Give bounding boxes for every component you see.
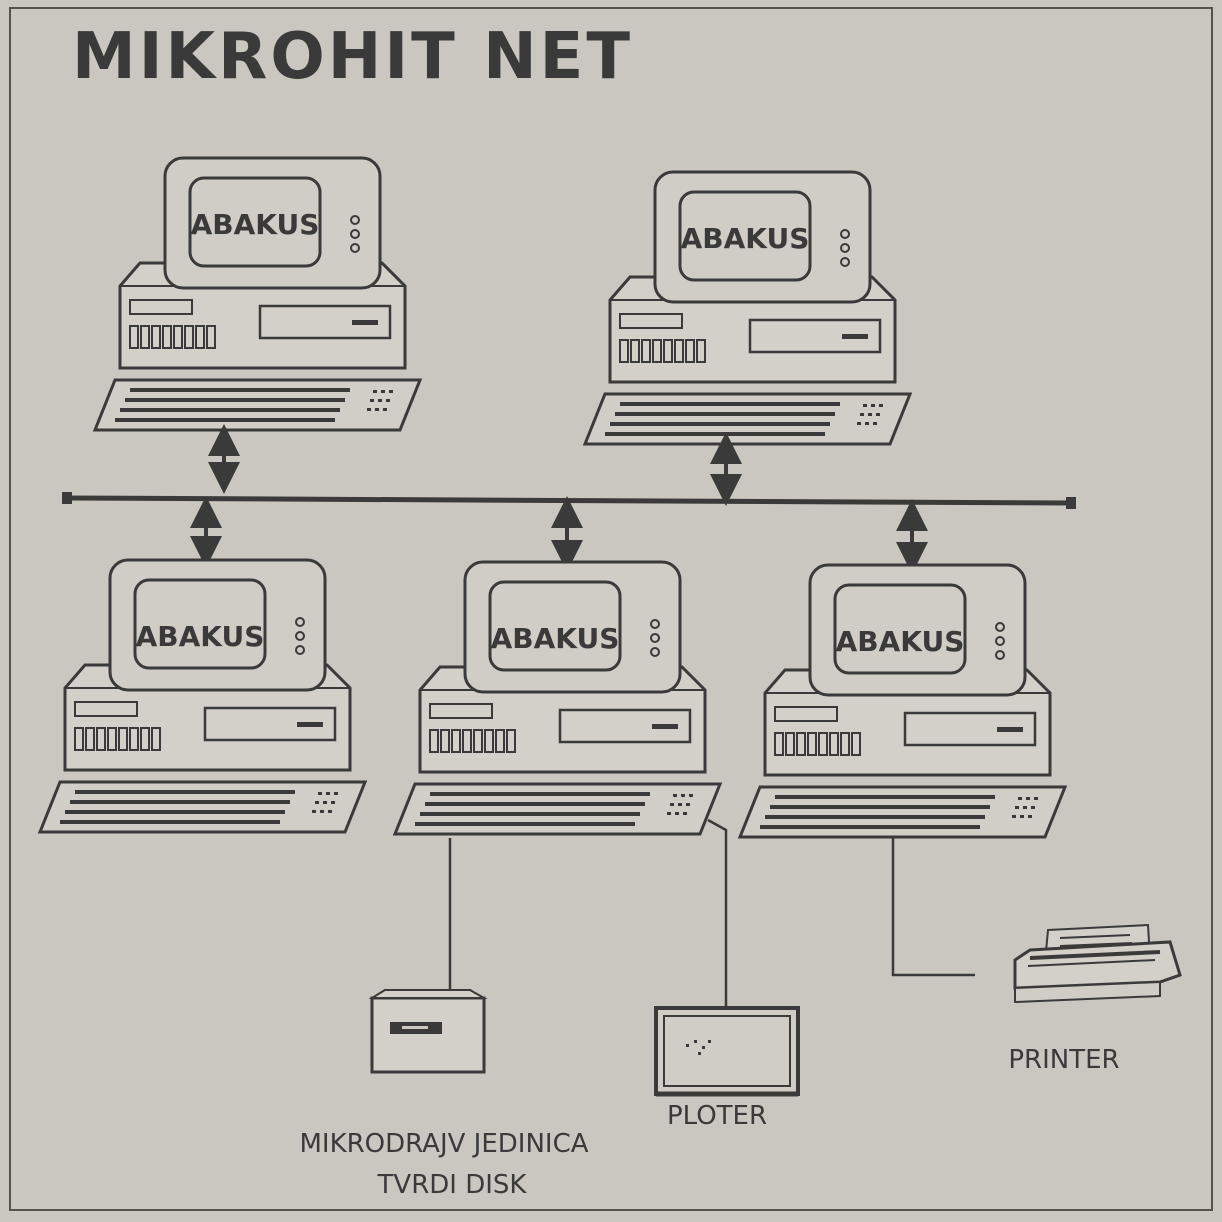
peripheral-cables: [448, 818, 975, 1010]
bus-connectors: [190, 424, 928, 574]
diagram-title: MIKROHIT NET: [72, 20, 633, 94]
disk-label-line2: TVRDI DISK: [377, 1170, 528, 1200]
computer-top-left: ABAKUS: [93, 156, 422, 432]
frame-border: [9, 7, 1213, 1211]
printer: [1013, 923, 1182, 1004]
computer-top-right: ABAKUS: [583, 170, 912, 446]
computer-screen-label: ABAKUS: [836, 625, 965, 658]
plotter-label: PLOTER: [667, 1101, 767, 1131]
printer-label: PRINTER: [1008, 1045, 1119, 1075]
network-bus: [62, 492, 1076, 509]
computer-screen-label: ABAKUS: [491, 622, 620, 655]
plotter-cable: [707, 818, 728, 1010]
printer-cable: [891, 838, 975, 977]
plotter: [654, 1006, 800, 1097]
disk-label-line1: MIKRODRAJV JEDINICA: [299, 1129, 588, 1159]
computer-screen-label: ABAKUS: [136, 620, 265, 653]
computer-screen-label: ABAKUS: [681, 222, 810, 255]
computer-bottom-left: ABAKUS: [38, 558, 367, 834]
computer-bottom-middle: ABAKUS: [393, 560, 722, 836]
computer-screen-label: ABAKUS: [191, 208, 320, 241]
disk-unit: [368, 989, 488, 1074]
computer-bottom-right: ABAKUS: [738, 563, 1067, 839]
